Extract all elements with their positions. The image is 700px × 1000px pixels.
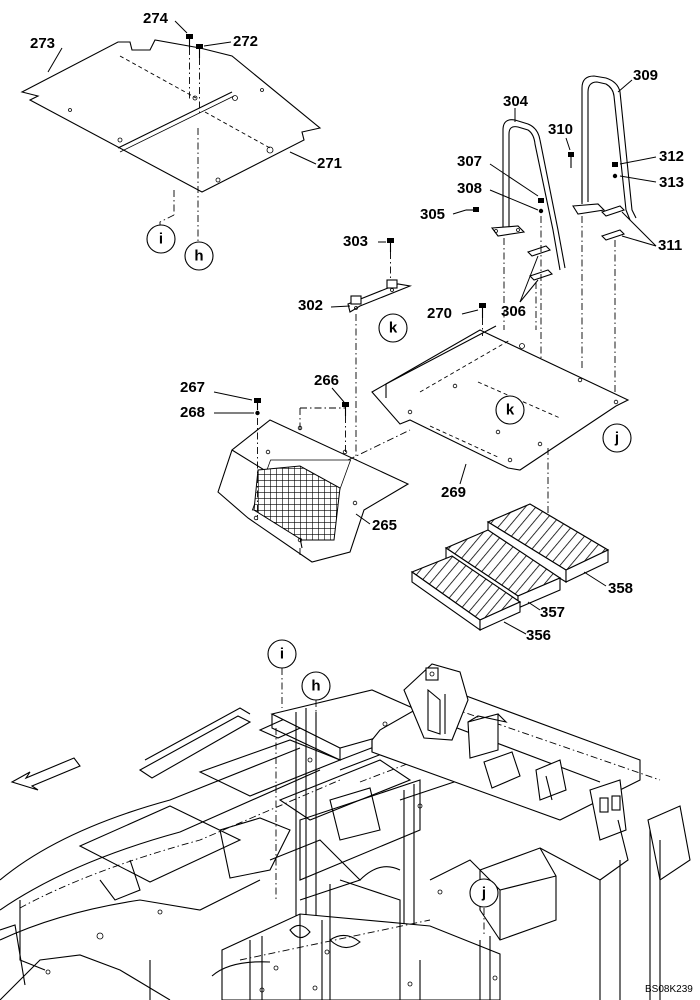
marker-h-bottom bbox=[301, 671, 331, 701]
marker-i-top bbox=[146, 224, 176, 254]
bolt-266 bbox=[342, 402, 349, 452]
part-label-274: 274 bbox=[143, 10, 169, 27]
bolt-274 bbox=[186, 34, 193, 100]
marker-k-mid-label: k bbox=[506, 402, 515, 419]
part-label-270: 270 bbox=[427, 305, 452, 322]
part-label-356: 356 bbox=[526, 627, 551, 644]
part-label-306: 306 bbox=[501, 303, 526, 320]
part-label-268: 268 bbox=[180, 404, 205, 421]
marker-k-top bbox=[378, 313, 408, 343]
handrail-304 bbox=[490, 119, 566, 271]
marker-j-top bbox=[602, 423, 632, 453]
clamps-306 bbox=[526, 245, 554, 281]
marker-i-bottom bbox=[267, 639, 297, 669]
bolt-308 bbox=[538, 198, 544, 214]
bolt-267 bbox=[254, 398, 261, 520]
part-label-267: 267 bbox=[180, 379, 205, 396]
marker-k-top-label: k bbox=[389, 320, 398, 337]
bolt-312 bbox=[612, 162, 618, 179]
bracket-302 bbox=[347, 279, 413, 313]
grille-mesh bbox=[253, 465, 341, 541]
clamps-311 bbox=[600, 205, 626, 241]
part-label-269: 269 bbox=[441, 484, 466, 501]
part-label-311: 311 bbox=[658, 237, 682, 254]
floor-plate-269 bbox=[371, 325, 630, 471]
marker-h-top-label: h bbox=[194, 248, 203, 265]
part-label-307: 307 bbox=[457, 153, 482, 170]
marker-h-bottom-label: h bbox=[311, 678, 320, 695]
bolt-272 bbox=[196, 44, 203, 115]
part-label-313: 313 bbox=[659, 174, 684, 191]
part-label-309: 309 bbox=[633, 67, 658, 84]
part-label-266: 266 bbox=[314, 372, 339, 389]
part-label-308: 308 bbox=[457, 180, 482, 197]
main-frame bbox=[0, 663, 691, 1000]
part-label-265: 265 bbox=[372, 517, 397, 534]
bolt-305 bbox=[466, 207, 479, 212]
part-label-273: 273 bbox=[30, 35, 55, 52]
marker-j-bottom-label: j bbox=[481, 885, 486, 902]
part-label-358: 358 bbox=[608, 580, 633, 597]
marker-j-bottom bbox=[469, 878, 499, 908]
marker-k-mid bbox=[495, 395, 525, 425]
part-label-302: 302 bbox=[298, 297, 323, 314]
cover-265 bbox=[217, 419, 410, 563]
bolt-270 bbox=[479, 303, 486, 336]
part-label-271: 271 bbox=[317, 155, 342, 172]
marker-i-bottom-label: i bbox=[280, 646, 284, 663]
pad-358 bbox=[486, 503, 610, 583]
part-label-304: 304 bbox=[503, 93, 529, 110]
bolt-310 bbox=[568, 152, 574, 168]
handrail-309 bbox=[572, 75, 637, 221]
part-label-310: 310 bbox=[548, 121, 573, 138]
part-label-357: 357 bbox=[540, 604, 565, 621]
drawing-code: BS08K239 bbox=[645, 984, 693, 995]
forward-arrow-icon bbox=[10, 757, 81, 791]
part-label-303: 303 bbox=[343, 233, 368, 250]
part-label-312: 312 bbox=[659, 148, 684, 165]
part-label-272: 272 bbox=[233, 33, 258, 50]
floor-plate-273-271 bbox=[20, 39, 322, 193]
marker-h-top bbox=[184, 241, 214, 271]
marker-j-top-label: j bbox=[614, 430, 619, 447]
marker-i-top-label: i bbox=[159, 231, 163, 248]
pad-356 bbox=[410, 555, 522, 632]
part-label-305: 305 bbox=[420, 206, 445, 223]
bolt-303 bbox=[387, 238, 394, 280]
